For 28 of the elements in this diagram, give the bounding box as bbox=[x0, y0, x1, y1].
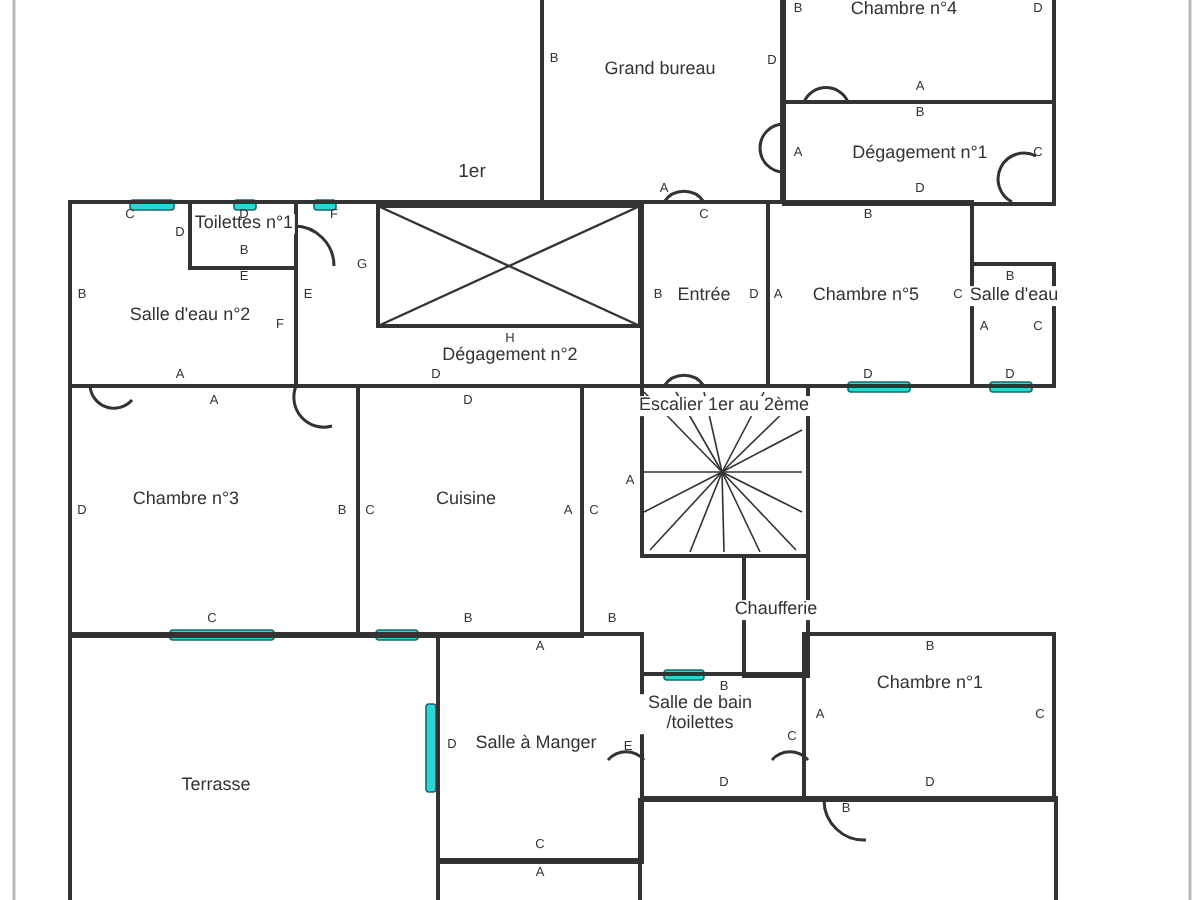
room-outline bbox=[540, 0, 784, 204]
room-outline bbox=[188, 200, 298, 270]
room-name: Grand bureau bbox=[602, 60, 718, 80]
room-outline bbox=[782, 100, 1056, 206]
room-name: Toilettes n°1 bbox=[192, 214, 296, 234]
room-name: Chambre n°5 bbox=[810, 286, 922, 306]
room-outline bbox=[782, 0, 1056, 104]
room-outline bbox=[68, 200, 298, 388]
room-outline bbox=[294, 200, 644, 388]
room-name: Chambre n°3 bbox=[130, 490, 242, 510]
room-outline bbox=[68, 632, 440, 900]
floor-label: 1er bbox=[458, 162, 486, 182]
room-name: Salle d'eau bbox=[967, 286, 1061, 306]
room-name: Cuisine bbox=[434, 490, 498, 510]
room-name: Chaufferie bbox=[732, 600, 820, 620]
room-name: Chambre n°1 bbox=[874, 674, 986, 694]
room-outline bbox=[356, 384, 584, 638]
room-outline bbox=[970, 262, 1056, 388]
room-name: Chambre n°4 bbox=[848, 0, 960, 20]
room-outline bbox=[68, 384, 360, 638]
room-name: Dégagement n°1 bbox=[850, 144, 990, 164]
room-name: Escalier 1er au 2ème bbox=[636, 396, 812, 416]
room-outline bbox=[802, 632, 1056, 802]
room-name: Salle d'eau n°2 bbox=[127, 306, 253, 326]
room-name: Salle à Manger bbox=[473, 734, 599, 754]
room-name: Dégagement n°2 bbox=[440, 346, 580, 366]
room-name: Terrasse bbox=[179, 776, 253, 796]
room-name: Entrée bbox=[675, 286, 733, 306]
